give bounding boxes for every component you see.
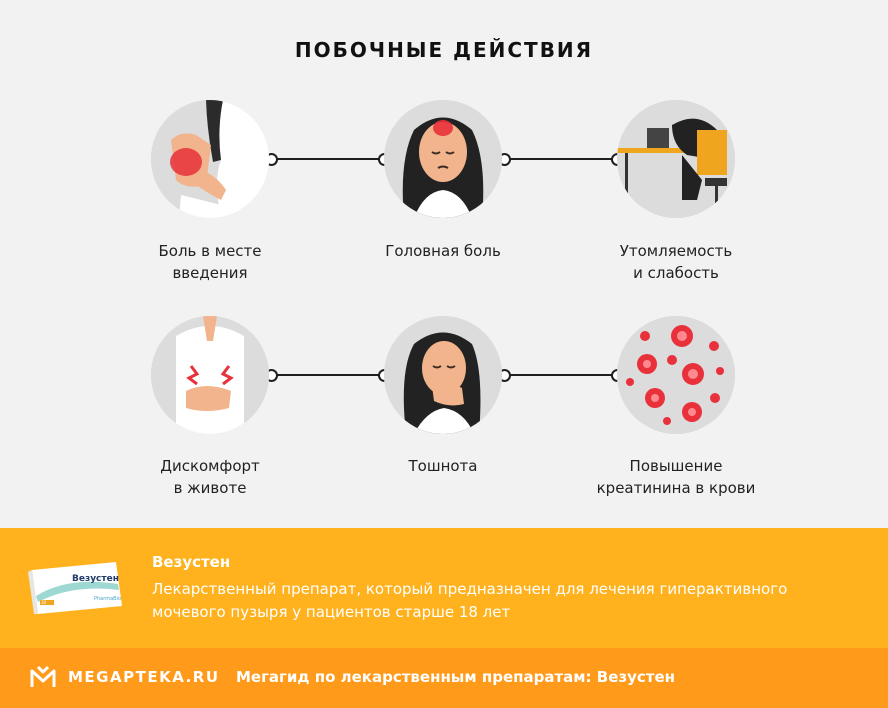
- arm-pain-icon: [151, 100, 269, 218]
- connector-line: [271, 374, 384, 376]
- effect-label: Повышение креатинина в крови: [596, 457, 756, 497]
- effect-label: Дискомфорт в животе: [160, 457, 260, 497]
- headache-icon: [384, 100, 502, 218]
- effect-label: Тошнота: [408, 457, 478, 475]
- stomach-pain-icon: [151, 316, 269, 434]
- megapteka-logo-icon[interactable]: [30, 665, 56, 689]
- product-description: Лекарственный препарат, который предназн…: [152, 580, 788, 621]
- page-title: ПОБОЧНЫЕ ДЕЙСТВИЯ: [294, 38, 594, 62]
- nausea-icon: [384, 316, 502, 434]
- fatigue-icon: [617, 100, 735, 218]
- effect-label: Утомляемость и слабость: [619, 242, 733, 282]
- blood-cells-icon: [617, 316, 735, 434]
- connector-line: [271, 158, 384, 160]
- effect-label: Головная боль: [385, 242, 501, 260]
- connector-line: [504, 374, 617, 376]
- brand-logo[interactable]: MEGAPTEKA.RU: [68, 668, 220, 686]
- product-box-image: Везустен PharmaBio 30: [28, 556, 124, 616]
- product-name: Везустен: [152, 553, 231, 571]
- product-band: [0, 528, 888, 648]
- footer-bar: [0, 648, 888, 708]
- product-box-count: 30: [41, 600, 47, 605]
- effect-label: Боль в месте введения: [158, 242, 262, 282]
- connector-line: [504, 158, 617, 160]
- footer-link[interactable]: Мегагид по лекарственным препаратам: Вез…: [236, 668, 675, 686]
- product-box-label: Везустен: [72, 574, 119, 584]
- product-box-maker: PharmaBio: [94, 596, 121, 602]
